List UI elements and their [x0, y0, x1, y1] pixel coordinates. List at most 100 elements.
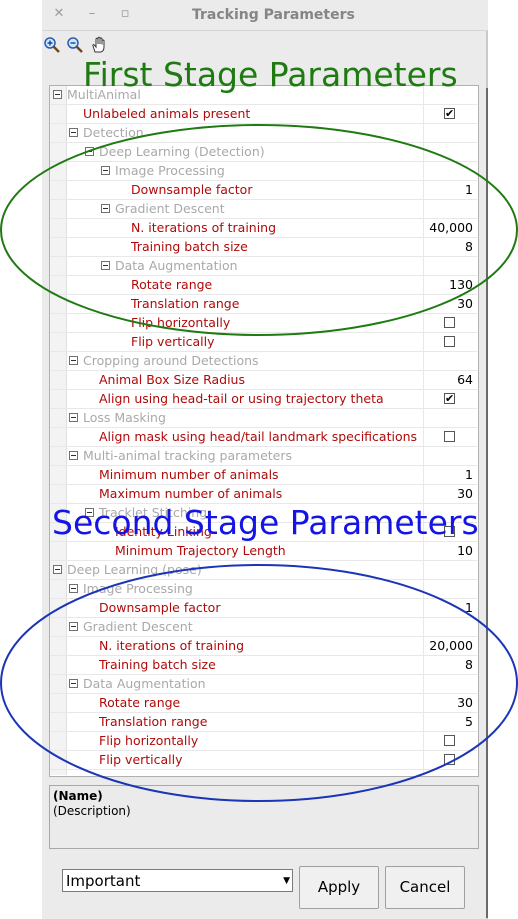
row-label: Rotate range — [99, 695, 181, 710]
collapse-icon[interactable] — [69, 584, 78, 593]
collapse-icon[interactable] — [101, 166, 110, 175]
row-label: Image Processing — [115, 163, 225, 178]
collapse-icon[interactable] — [101, 261, 110, 270]
checkbox-unchecked[interactable] — [444, 336, 455, 347]
row-label: Flip vertically — [131, 334, 215, 349]
collapse-icon[interactable] — [101, 204, 110, 213]
row-label: Translation range — [99, 714, 208, 729]
tree-property-row[interactable]: Identity Linking — [50, 523, 477, 542]
edge-dark-line — [486, 88, 488, 918]
category-filter-select[interactable]: Important ▼ — [62, 869, 293, 892]
row-value[interactable]: 130 — [449, 277, 473, 292]
checkbox-unchecked[interactable] — [444, 431, 455, 442]
row-value[interactable]: 10 — [457, 543, 473, 558]
tree-category-row[interactable]: Loss Masking — [50, 409, 477, 428]
tree-category-row[interactable]: Cropping around Detections — [50, 352, 477, 371]
row-value[interactable]: 40,000 — [429, 220, 473, 235]
tree-property-row[interactable]: Align using head-tail or using trajector… — [50, 390, 477, 409]
tree-category-row[interactable]: MultiAnimal — [50, 86, 477, 105]
close-icon[interactable]: ✕ — [53, 6, 65, 21]
minimize-icon[interactable]: – — [88, 6, 96, 21]
tree-category-row[interactable]: Image Processing — [50, 162, 477, 181]
checkbox-checked[interactable]: ✔ — [444, 107, 455, 120]
collapse-icon[interactable] — [53, 90, 62, 99]
row-value[interactable]: 20,000 — [429, 638, 473, 653]
tree-property-row[interactable]: Unlabeled animals present✔ — [50, 105, 477, 124]
tree-category-row[interactable]: Multi-animal tracking parameters — [50, 447, 477, 466]
apply-button[interactable]: Apply — [299, 866, 379, 909]
collapse-icon[interactable] — [69, 128, 78, 137]
tree-category-row[interactable]: Image Processing — [50, 580, 477, 599]
row-label: Training batch size — [131, 239, 248, 254]
cancel-button[interactable]: Cancel — [385, 866, 465, 909]
tree-property-row[interactable]: Flip vertically — [50, 751, 477, 770]
row-label: Training batch size — [99, 657, 216, 672]
collapse-icon[interactable] — [69, 413, 78, 422]
tree-property-row[interactable]: Flip horizontally — [50, 732, 477, 751]
collapse-icon[interactable] — [53, 565, 62, 574]
checkbox-unchecked[interactable] — [444, 735, 455, 746]
row-label: Align using head-tail or using trajector… — [99, 391, 384, 406]
maximize-icon[interactable]: ▫ — [120, 6, 130, 21]
checkbox-unchecked[interactable] — [444, 526, 455, 537]
collapse-icon[interactable] — [85, 508, 94, 517]
row-value[interactable]: 30 — [457, 296, 473, 311]
row-value[interactable]: 30 — [457, 486, 473, 501]
tree-property-row[interactable]: Rotate range 130 — [50, 276, 477, 295]
row-value[interactable]: 30 — [457, 695, 473, 710]
tree-property-row[interactable]: Minimum Trajectory Length 10 — [50, 542, 477, 561]
row-label: Minimum Trajectory Length — [115, 543, 286, 558]
grid-gutter — [50, 86, 67, 775]
tree-category-row[interactable]: Data Augmentation — [50, 257, 477, 276]
pan-hand-icon[interactable] — [90, 36, 108, 54]
first-stage-ellipse — [0, 124, 518, 336]
tree-category-row[interactable]: Tracklet Stitching — [50, 504, 477, 523]
tree-property-row[interactable]: Flip vertically — [50, 333, 477, 352]
collapse-icon[interactable] — [69, 356, 78, 365]
zoom-out-icon[interactable] — [66, 36, 84, 54]
tree-category-row[interactable]: Gradient Descent — [50, 200, 477, 219]
first-stage-label: First Stage Parameters — [83, 55, 458, 94]
collapse-icon[interactable] — [69, 622, 78, 631]
row-label: Gradient Descent — [83, 619, 193, 634]
select-value: Important — [66, 872, 141, 890]
checkbox-unchecked[interactable] — [444, 317, 455, 328]
tree-category-row[interactable]: Gradient Descent — [50, 618, 477, 637]
description-text: (Description) — [53, 804, 131, 818]
column-separator — [423, 86, 424, 775]
title-bar: ✕ – ▫ Tracking Parameters — [42, 0, 488, 31]
row-value[interactable]: 1 — [465, 467, 473, 482]
tree-property-row[interactable]: Minimum number of animals 1 — [50, 466, 477, 485]
row-value[interactable]: 8 — [465, 239, 473, 254]
row-value[interactable]: 1 — [465, 182, 473, 197]
checkbox-checked[interactable]: ✔ — [444, 392, 455, 405]
row-value[interactable]: 1 — [465, 600, 473, 615]
row-label: Loss Masking — [83, 410, 166, 425]
row-label: Flip vertically — [99, 752, 183, 767]
tree-property-row[interactable]: Align mask using head/tail landmark spec… — [50, 428, 477, 447]
row-label: Minimum number of animals — [99, 467, 279, 482]
tree-category-row[interactable]: Detection — [50, 124, 477, 143]
zoom-in-icon[interactable] — [43, 36, 61, 54]
tree-property-row[interactable]: Translation range 5 — [50, 713, 477, 732]
tree-property-row[interactable]: Training batch size 8 — [50, 238, 477, 257]
tree-property-row[interactable]: Training batch size 8 — [50, 656, 477, 675]
row-label: Rotate range — [131, 277, 213, 292]
row-label: Detection — [83, 125, 144, 140]
tree-category-row[interactable]: Data Augmentation — [50, 675, 477, 694]
collapse-icon[interactable] — [69, 679, 78, 688]
row-value[interactable]: 64 — [457, 372, 473, 387]
row-value[interactable]: 5 — [465, 714, 473, 729]
collapse-icon[interactable] — [69, 451, 78, 460]
row-value[interactable]: 8 — [465, 657, 473, 672]
tree-property-row[interactable]: Rotate range 30 — [50, 694, 477, 713]
chevron-down-icon: ▼ — [283, 876, 290, 886]
